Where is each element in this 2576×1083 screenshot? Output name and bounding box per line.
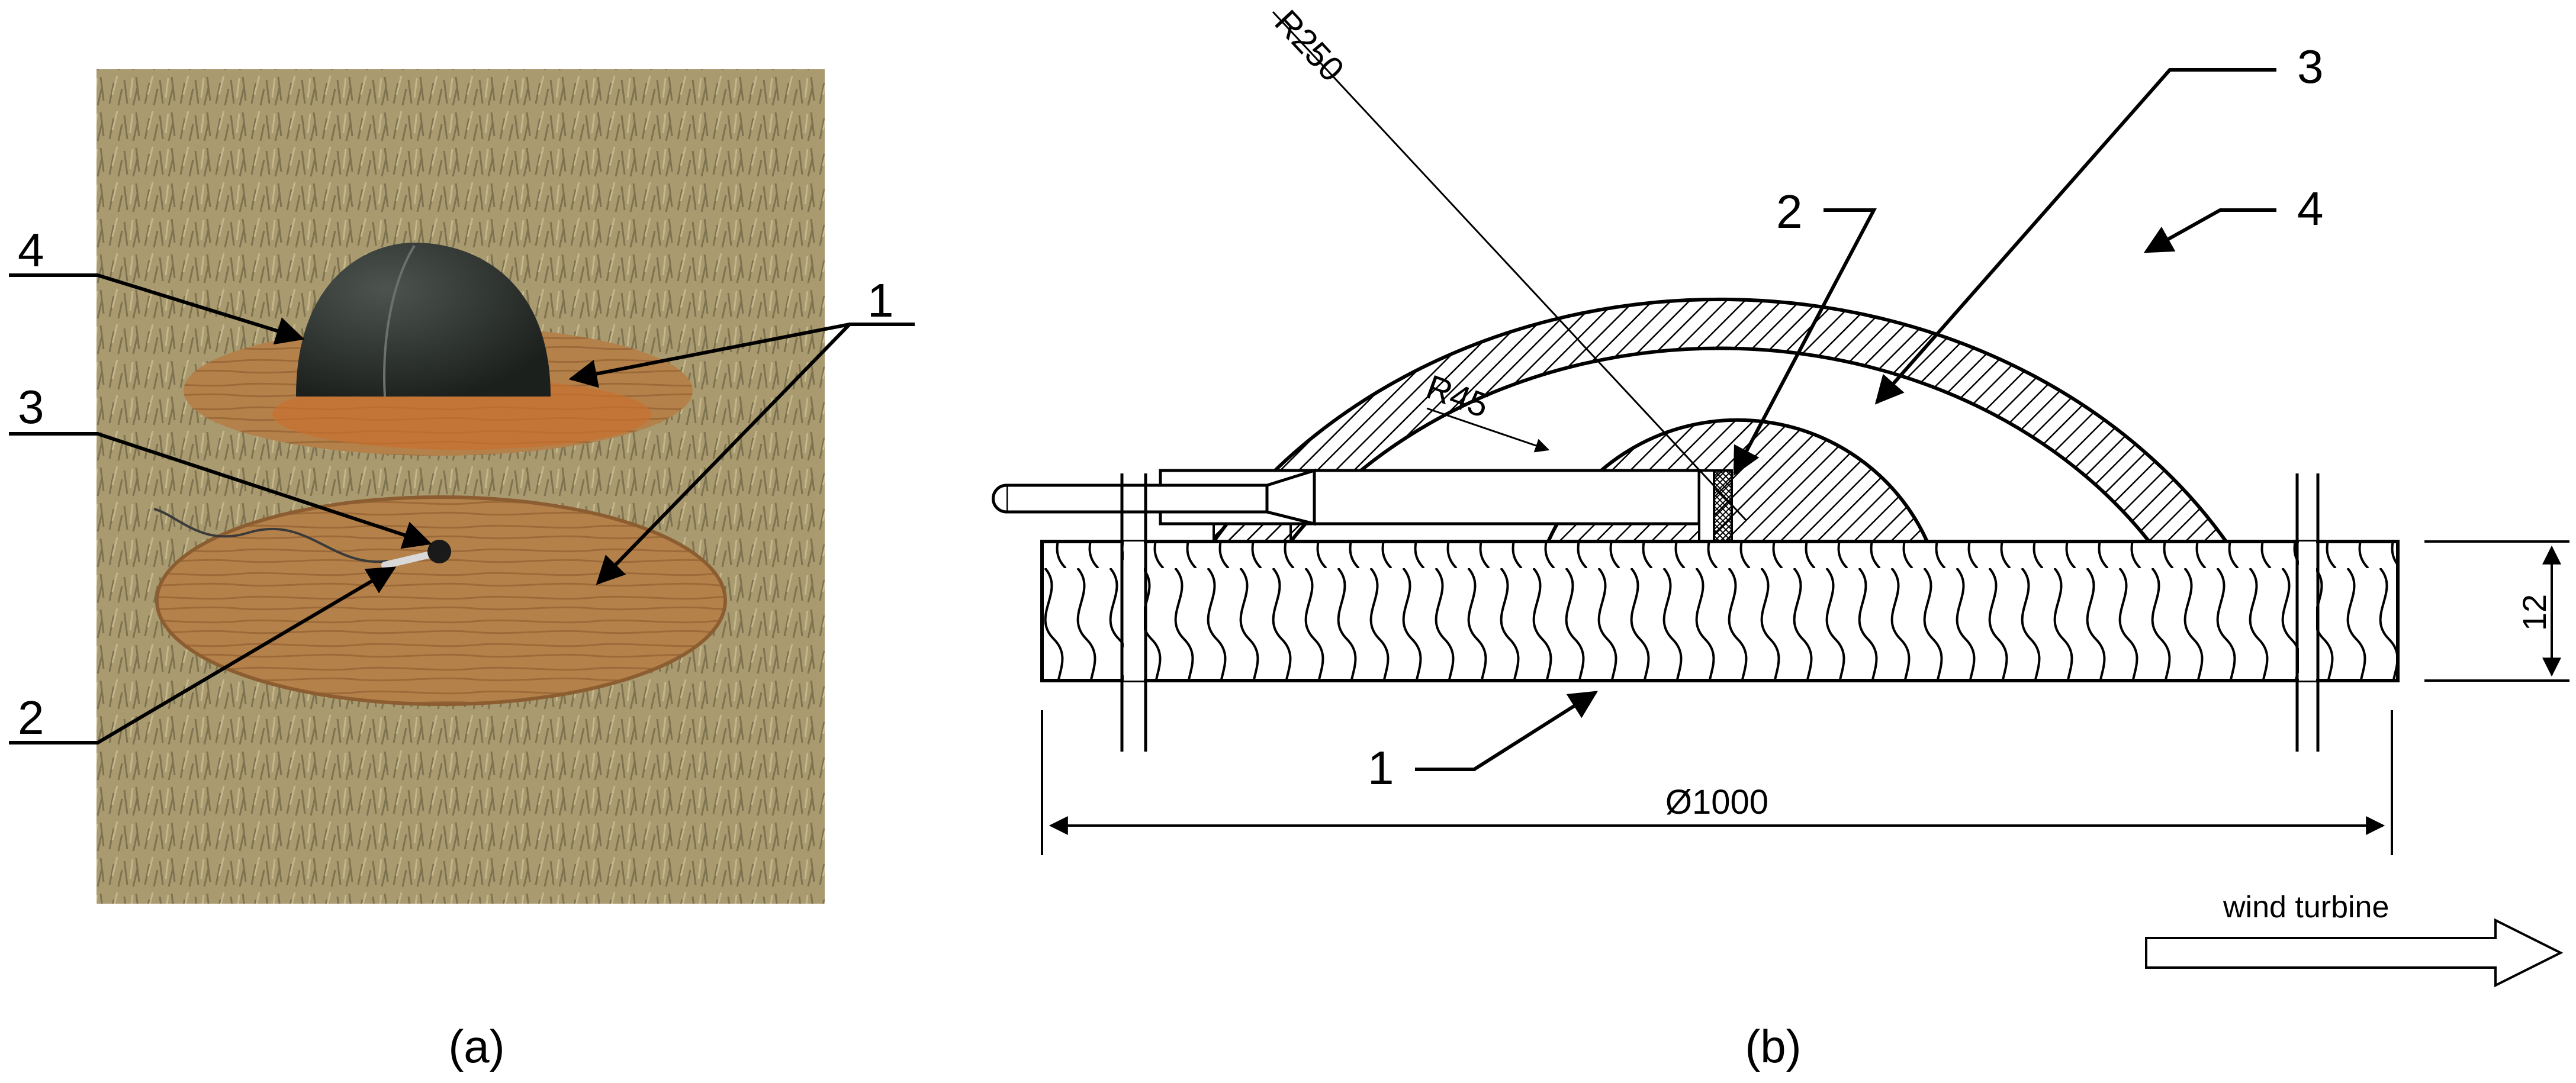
lower-plate — [157, 497, 725, 704]
label-b-1: 1 — [1368, 742, 1394, 794]
cable-plug — [1005, 484, 1269, 514]
thickness-dimension — [2424, 540, 2569, 682]
thickness-label: 12 — [2516, 594, 2553, 631]
break-gap-right — [2299, 542, 2316, 681]
label-a-4: 4 — [18, 224, 44, 276]
mic-body — [381, 550, 439, 569]
panel-a-photo: 4 3 2 1 (a) — [9, 69, 915, 1072]
callout-a-4 — [9, 273, 305, 345]
base-board — [1040, 540, 2400, 682]
label-b-3: 3 — [2297, 40, 2324, 93]
callout-a-3 — [9, 432, 432, 549]
r250-label: R250 — [1267, 3, 1351, 89]
outer-windscreen-shell — [1210, 297, 2230, 543]
windscreen-dome — [296, 243, 551, 397]
cable-end — [992, 484, 1007, 514]
label-a-3: 3 — [18, 381, 44, 433]
dome-seam — [383, 244, 416, 397]
panel-b-drawing: R250 R45 12 Ø1000 3 2 4 1 wind turbine (… — [992, 3, 2569, 1072]
label-b-4: 4 — [2297, 182, 2324, 235]
grass-background — [97, 69, 825, 904]
break-gap-left — [1124, 542, 1144, 681]
mic-holder-inner — [1698, 469, 1715, 543]
shell-foot-left — [1213, 523, 1292, 543]
r45-leader — [1426, 407, 1550, 453]
microphone-capsule — [1713, 469, 1733, 543]
diameter-label: Ø1000 — [1665, 783, 1768, 821]
callout-b-4 — [2143, 208, 2276, 253]
callout-a-2 — [9, 566, 397, 744]
label-b-2: 2 — [1776, 185, 1803, 238]
diameter-dimension — [1041, 710, 2393, 855]
label-a-1: 1 — [867, 274, 894, 327]
caption-b: (b) — [1745, 1020, 1801, 1072]
callout-b-2 — [1733, 208, 1877, 476]
mic-cable — [153, 508, 388, 563]
wind-turbine-arrow — [2145, 918, 2564, 988]
caption-a: (a) — [448, 1020, 504, 1072]
wind-turbine-label: wind turbine — [2223, 890, 2389, 924]
callout-a-1b — [596, 323, 851, 585]
r250-leader — [1272, 11, 1748, 522]
mic-head — [427, 540, 451, 563]
lower-plate-edge — [155, 495, 727, 706]
break-lines — [1120, 473, 2320, 752]
callout-b-1 — [1415, 691, 1599, 771]
label-a-2: 2 — [18, 691, 44, 744]
callout-b-3 — [1874, 68, 2276, 405]
